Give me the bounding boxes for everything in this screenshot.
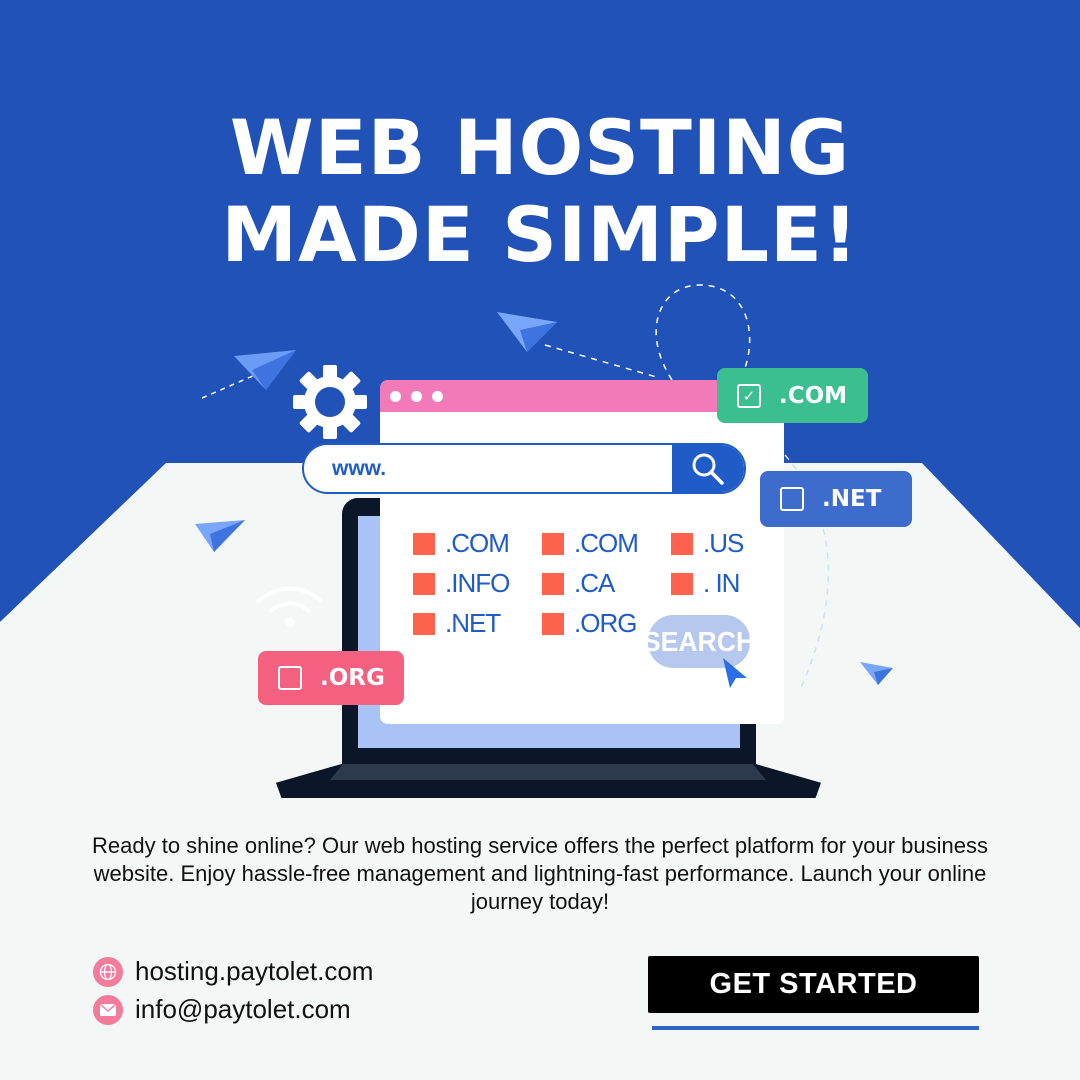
- window-dot: [411, 390, 422, 402]
- checkbox-icon: [780, 487, 804, 511]
- url-text: www.: [332, 457, 387, 480]
- paper-plane-icon: [195, 520, 245, 552]
- window-dot: [432, 390, 443, 402]
- tag-com: ✓.COM: [717, 368, 868, 423]
- paper-plane-icon: [234, 350, 296, 390]
- domain-option[interactable]: .NET: [413, 608, 501, 639]
- tag-org: .ORG: [258, 651, 404, 705]
- search-button[interactable]: [672, 445, 744, 492]
- url-search-bar[interactable]: www.: [302, 443, 746, 494]
- checkbox-icon: [413, 532, 435, 555]
- contact-email[interactable]: info@paytolet.com: [93, 994, 351, 1025]
- headline-line-1: WEB HOSTING: [229, 103, 851, 192]
- mail-icon: [93, 994, 123, 1025]
- get-started-button[interactable]: GET STARTED: [648, 956, 979, 1013]
- checkbox-icon: [671, 532, 693, 555]
- headline-line-2: MADE SIMPLE!: [221, 190, 859, 279]
- description: Ready to shine online? Our web hosting s…: [92, 833, 988, 914]
- cursor-icon: [723, 658, 747, 688]
- domain-option[interactable]: .COM: [542, 528, 639, 559]
- checkbox-icon: [278, 666, 302, 690]
- laptop-keyboard-deck: [330, 764, 766, 780]
- checkbox-icon: [413, 612, 435, 635]
- checkbox-icon: [671, 572, 693, 595]
- domain-option[interactable]: .COM: [413, 528, 510, 559]
- search-icon: [692, 453, 724, 485]
- domain-option[interactable]: .CA: [542, 568, 615, 599]
- checkbox-icon: [542, 612, 564, 635]
- domain-option[interactable]: .INFO: [413, 568, 510, 599]
- paper-plane-icon: [497, 312, 557, 352]
- checkbox-checked-icon: ✓: [737, 383, 761, 408]
- search-pill-button[interactable]: SEARCH: [643, 615, 755, 668]
- paper-plane-icon: [860, 662, 893, 685]
- globe-icon: [93, 956, 123, 987]
- contact-website[interactable]: hosting.paytolet.com: [93, 956, 373, 987]
- cta-underline: [652, 1026, 979, 1030]
- checkbox-icon: [542, 572, 564, 595]
- browser-title-bar: [380, 380, 784, 412]
- wifi-icon: [256, 586, 324, 627]
- checkbox-icon: [413, 572, 435, 595]
- tag-net: .NET: [760, 471, 912, 527]
- window-dot: [390, 390, 401, 402]
- domain-option[interactable]: .ORG: [542, 608, 637, 639]
- checkbox-icon: [542, 532, 564, 555]
- domain-option[interactable]: .US: [671, 528, 744, 559]
- gear-icon: [293, 365, 367, 439]
- domain-option[interactable]: . IN: [671, 568, 740, 599]
